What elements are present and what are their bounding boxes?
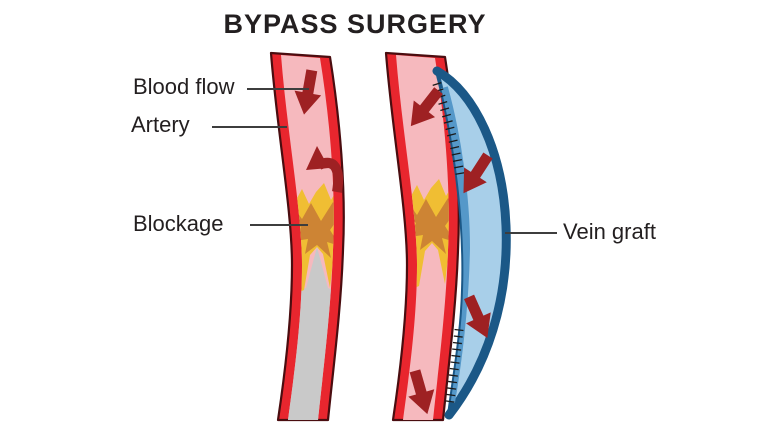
label-blockage: Blockage	[133, 211, 224, 236]
suture-stitches-bottom	[445, 328, 464, 403]
label-vein-graft: Vein graft	[563, 219, 656, 244]
leader-line-blockage	[250, 224, 308, 226]
diagram-title: BYPASS SURGERY	[223, 9, 487, 39]
label-blood-flow: Blood flow	[133, 74, 235, 99]
label-artery: Artery	[131, 112, 190, 137]
blood-flow-uturn-arrow	[306, 146, 343, 193]
leader-line-blood-flow	[247, 88, 309, 90]
leader-line-artery	[212, 126, 287, 128]
leader-line-vein-graft	[505, 232, 557, 234]
bypassed-artery-panel	[384, 51, 511, 422]
suture-stitches-top	[432, 82, 465, 175]
blocked-artery-panel	[269, 51, 345, 422]
